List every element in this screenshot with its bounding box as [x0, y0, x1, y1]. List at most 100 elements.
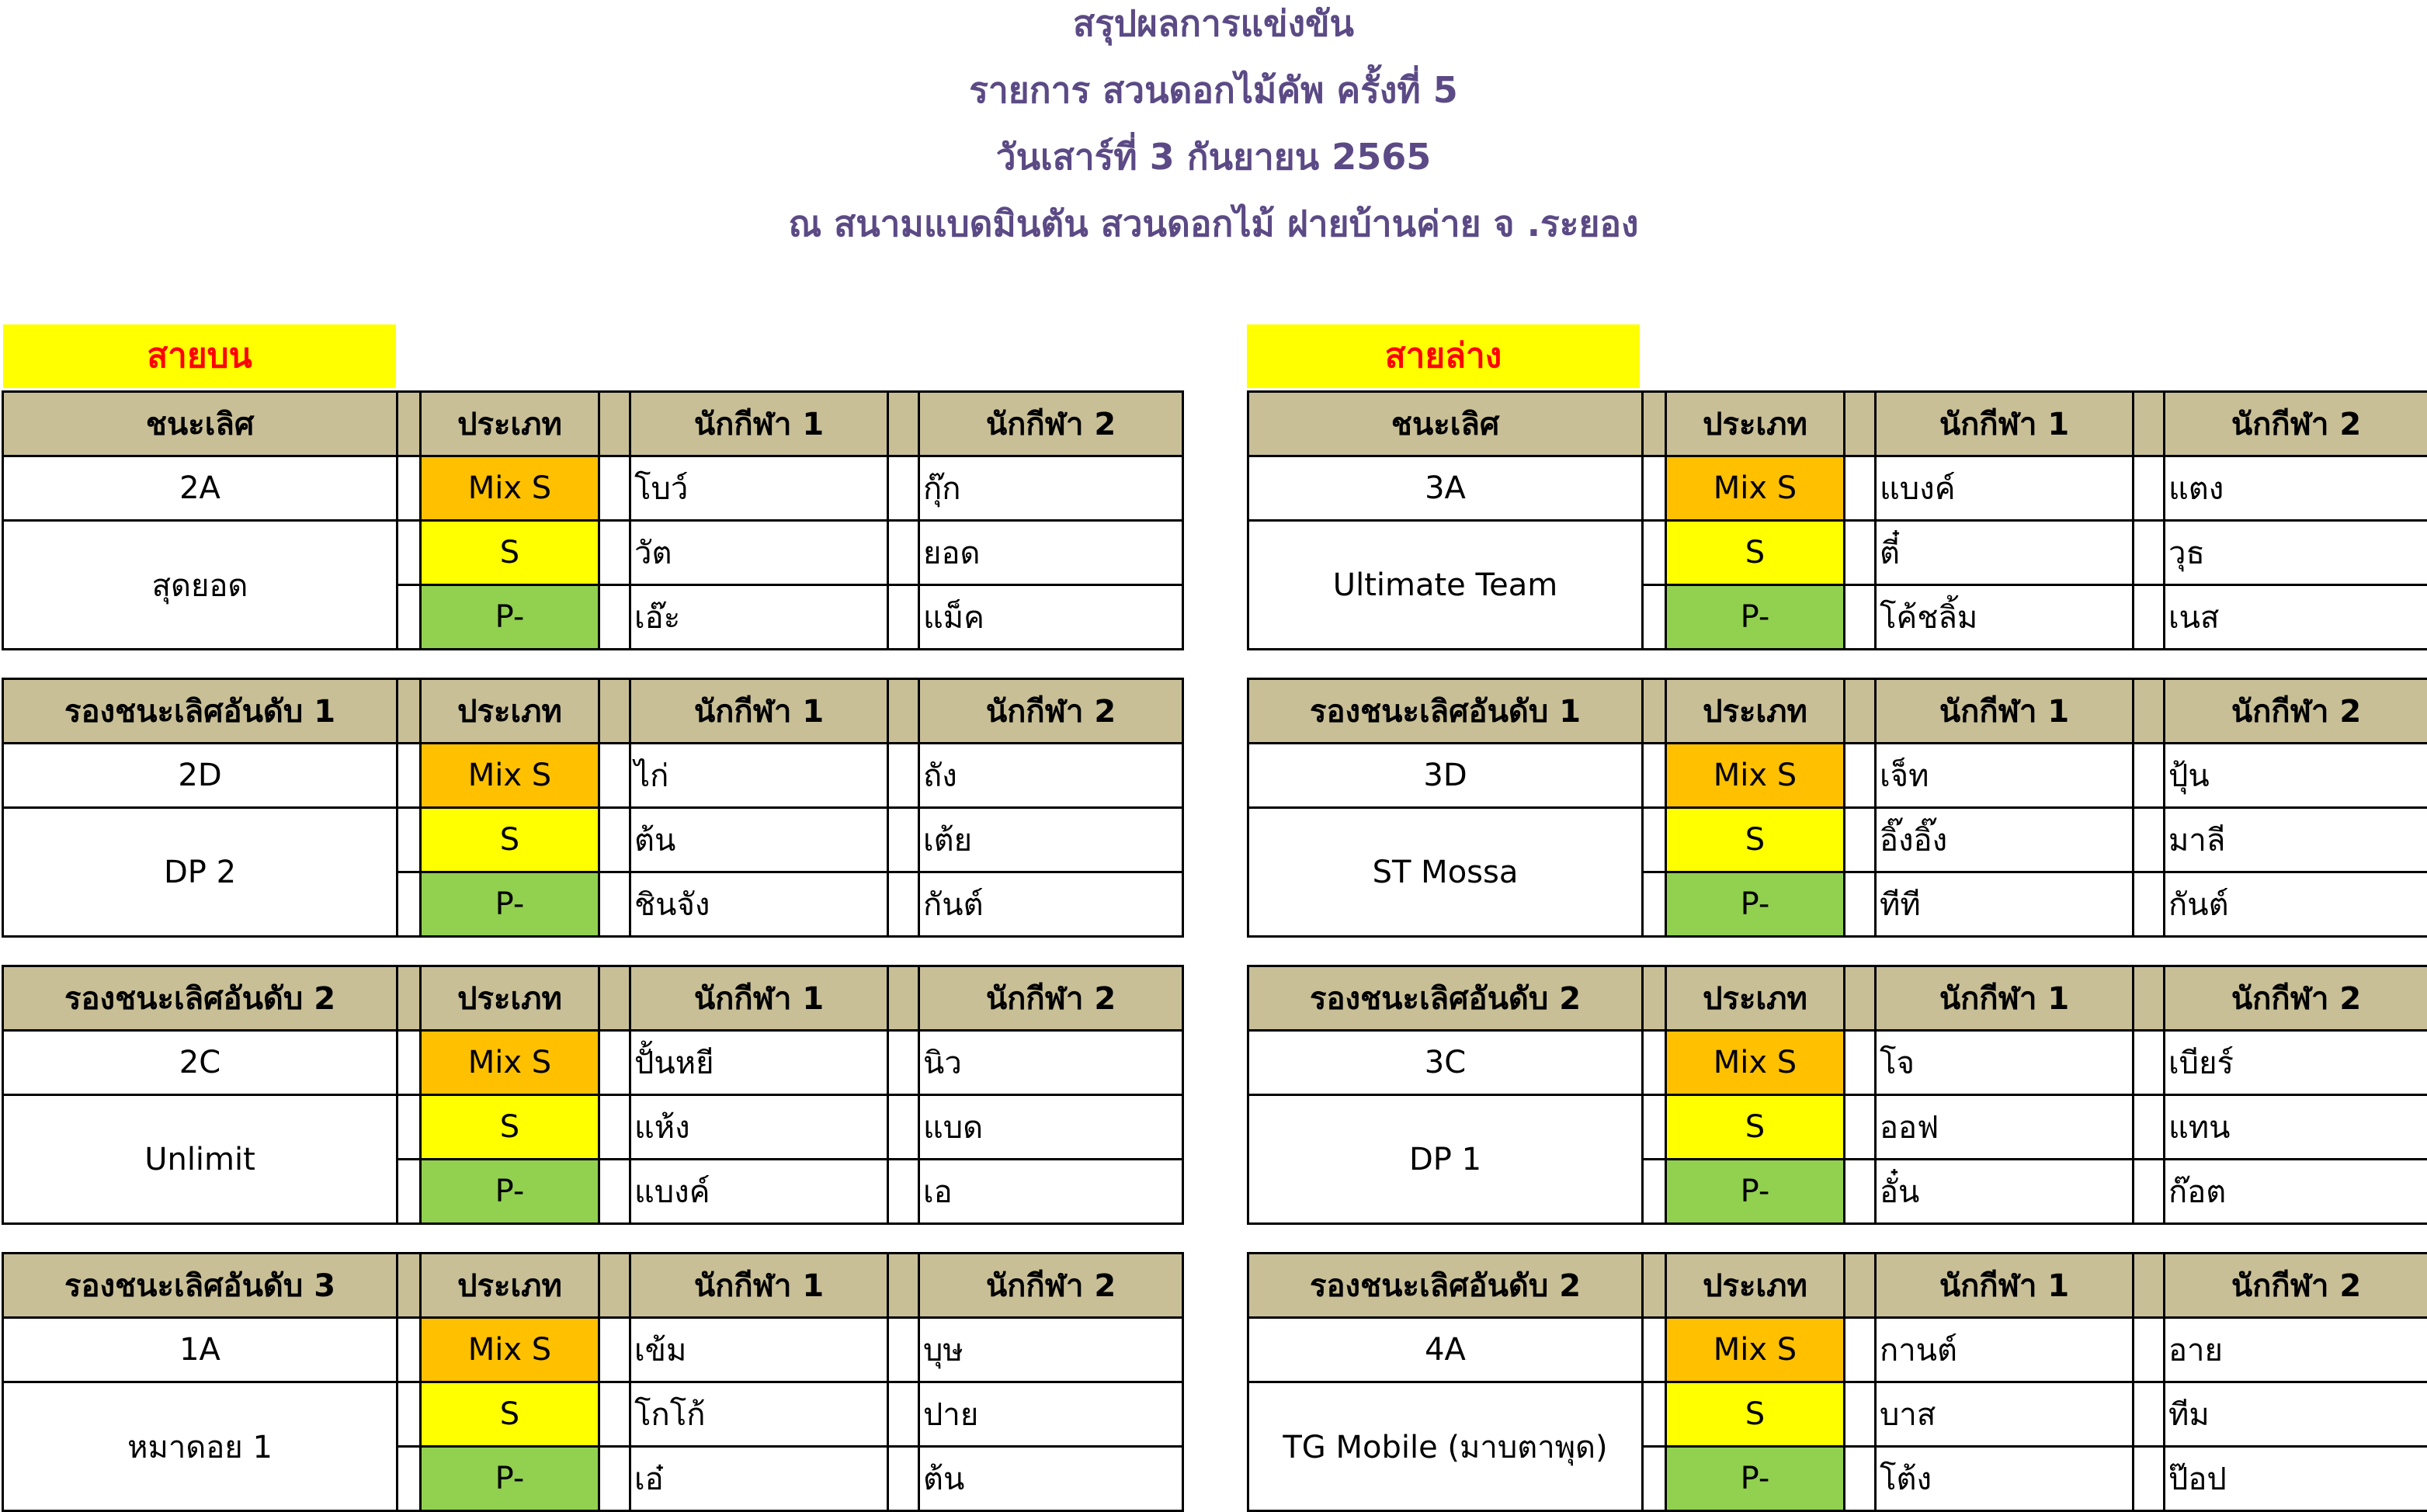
event-date: วันเสาร์ที่ 3 กันยายน 2565 [995, 136, 1432, 178]
team-code: 2D [2, 742, 398, 809]
category-cell: P- [1665, 584, 1845, 650]
column-header-player1: นักกีฬา 1 [1874, 678, 2134, 744]
cell-gap [887, 1445, 920, 1512]
cell-gap [598, 1445, 631, 1512]
cell-gap [396, 1316, 422, 1383]
player1-cell: บาส [1874, 1381, 2134, 1448]
placement-title: รองชนะเลิศอันดับ 1 [1247, 678, 1644, 744]
player2-cell: แบด [918, 1094, 1184, 1160]
team-name: สุดยอด [2, 519, 398, 650]
player1-cell: โจ [1874, 1029, 2134, 1096]
table-row: P-เอ๋ต้น [3, 1445, 1184, 1512]
player2-cell: แม็ค [918, 584, 1184, 650]
cell-gap [2132, 1094, 2165, 1160]
column-header-player1: นักกีฬา 1 [1874, 1252, 2134, 1319]
column-header-category: ประเภท [1665, 678, 1845, 744]
column-gap [1843, 965, 1877, 1032]
cell-gap [887, 871, 920, 938]
player1-cell: ทีที [1874, 871, 2134, 938]
column-header-player2: นักกีฬา 2 [918, 678, 1184, 744]
column-gap [598, 678, 631, 744]
player1-cell: เข้ม [629, 1316, 889, 1383]
player2-cell: มาลี [2163, 806, 2427, 873]
column-gap [598, 390, 631, 457]
bracket-label-upper: สายบน [3, 324, 396, 388]
cell-gap [598, 1094, 631, 1160]
column-gap [2132, 1252, 2165, 1319]
cell-gap [396, 1445, 422, 1512]
player2-cell: ก๊อต [2163, 1158, 2427, 1225]
cell-gap [1843, 742, 1877, 809]
cell-gap [2132, 806, 2165, 873]
table-row: P-โต้งป๊อป [1248, 1445, 2427, 1512]
player2-cell: กันต์ [2163, 871, 2427, 938]
column-gap [396, 965, 422, 1032]
player1-cell: แห้ง [629, 1094, 889, 1160]
column-header-player2: นักกีฬา 2 [2163, 390, 2427, 457]
column-header-player1: นักกีฬา 1 [629, 1252, 889, 1319]
cell-gap [1843, 1094, 1877, 1160]
cell-gap [598, 806, 631, 873]
team-code: 2A [2, 455, 398, 522]
category-cell: P- [419, 1158, 600, 1225]
category-cell: Mix S [419, 1316, 600, 1383]
table-row: P-แบงค์เอ [3, 1158, 1184, 1225]
player1-cell: อิ๊งอิ๊ง [1874, 806, 2134, 873]
column-header-player1: นักกีฬา 1 [629, 390, 889, 457]
cell-gap [1843, 584, 1877, 650]
cell-gap [2132, 1316, 2165, 1383]
column-gap [887, 965, 920, 1032]
player2-cell: กันต์ [918, 871, 1184, 938]
cell-gap [2132, 742, 2165, 809]
player1-cell: ต้น [629, 806, 889, 873]
column-header-category: ประเภท [419, 965, 600, 1032]
player2-cell: แตง [2163, 455, 2427, 522]
cell-gap [887, 1381, 920, 1448]
column-gap [1641, 678, 1667, 744]
column-gap [396, 1252, 422, 1319]
player2-cell: นิว [918, 1029, 1184, 1096]
cell-gap [598, 584, 631, 650]
column-gap [2132, 678, 2165, 744]
column-header-category: ประเภท [419, 678, 600, 744]
team-name: TG Mobile (มาบตาพุด) [1247, 1381, 1644, 1512]
category-cell: P- [419, 1445, 600, 1512]
cell-gap [1641, 1094, 1667, 1160]
cell-gap [396, 1094, 422, 1160]
cell-gap [887, 584, 920, 650]
table-row: P-เอ๊ะแม็ค [3, 584, 1184, 650]
category-cell: S [419, 1381, 600, 1448]
team-name: Unlimit [2, 1094, 398, 1225]
cell-gap [2132, 1445, 2165, 1512]
cell-gap [1641, 1029, 1667, 1096]
player2-cell: ต้น [918, 1445, 1184, 1512]
team-name: Ultimate Team [1247, 519, 1644, 650]
column-header-player2: นักกีฬา 2 [2163, 678, 2427, 744]
category-cell: P- [419, 584, 600, 650]
cell-gap [598, 1381, 631, 1448]
category-cell: S [1665, 1094, 1845, 1160]
cell-gap [1641, 455, 1667, 522]
column-header-player2: นักกีฬา 2 [2163, 965, 2427, 1032]
category-cell: Mix S [1665, 455, 1845, 522]
column-gap [396, 678, 422, 744]
category-cell: Mix S [1665, 1029, 1845, 1096]
cell-gap [598, 1029, 631, 1096]
player2-cell: ปุ้น [2163, 742, 2427, 809]
category-cell: Mix S [419, 455, 600, 522]
player1-cell: ปั้นหยี [629, 1029, 889, 1096]
player2-cell: กุ๊ก [918, 455, 1184, 522]
category-cell: Mix S [1665, 1316, 1845, 1383]
cell-gap [396, 455, 422, 522]
